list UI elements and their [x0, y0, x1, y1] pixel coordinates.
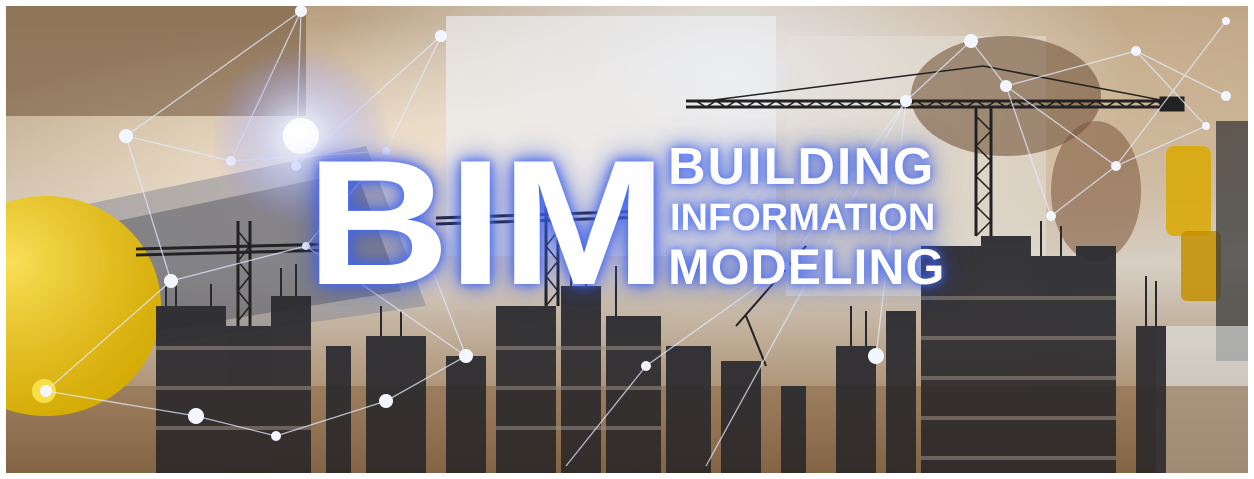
headline-building: BUILDING [668, 138, 936, 196]
building-silhouettes [156, 236, 1166, 473]
network-nodes [40, 6, 1231, 441]
headline-modeling: MODELING [668, 239, 946, 295]
bim-acronym: BIM [306, 123, 667, 322]
headline-information: INFORMATION [670, 197, 936, 239]
lens-flare-core [283, 118, 319, 154]
rebar-spikes [165, 221, 1157, 346]
yellow-helmet [6, 196, 161, 416]
floor-slabs [156, 296, 1116, 460]
excavator-model [1166, 121, 1248, 361]
construction-scene [6, 6, 1248, 473]
photo-background: BIM BUILDING INFORMATION MODELING [6, 6, 1248, 473]
